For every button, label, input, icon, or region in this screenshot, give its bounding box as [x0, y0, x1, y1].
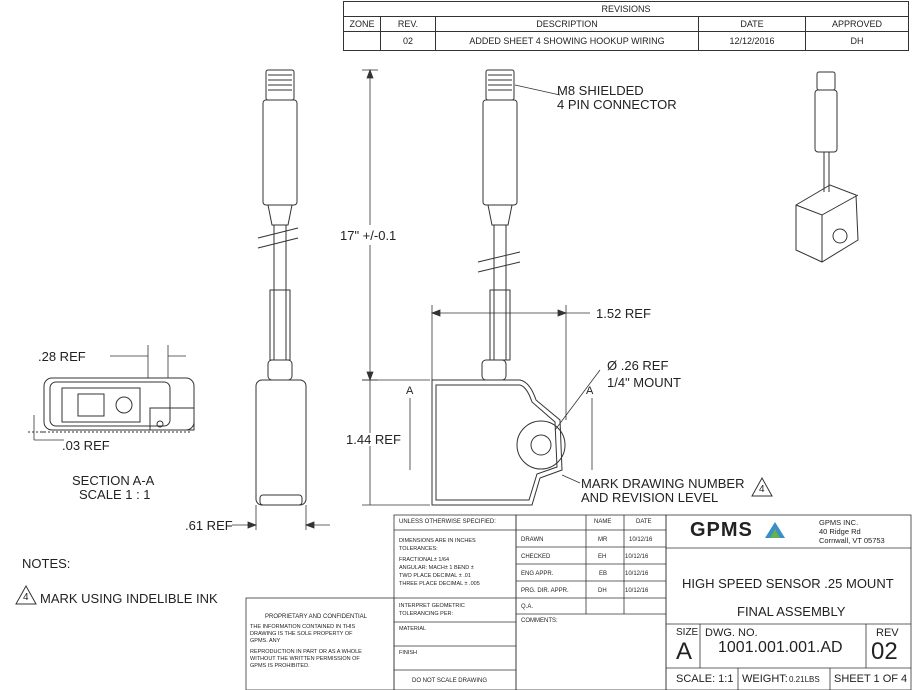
mount-label: 1/4" MOUNT [607, 375, 681, 390]
tb-prop-title: PROPRIETARY AND CONFIDENTIAL [265, 614, 368, 620]
tb-two: TWO PLACE DECIMAL ± .01 [399, 573, 471, 579]
iso-view [795, 71, 859, 263]
tb-ang: ANGULAR: MACH± 1 BEND ± [399, 565, 474, 571]
tb-role: CHECKED [521, 554, 551, 560]
tb-three: THREE PLACE DECIMAL ± .005 [399, 581, 480, 587]
section-marker-right: A [586, 385, 594, 397]
tb-frac: FRACTIONAL± 1/64 [399, 557, 450, 563]
mark-note-2: AND REVISION LEVEL [581, 490, 719, 505]
tb-prop-line: GPMS IS PROHIBITED. [250, 663, 310, 669]
size-label: SIZE [676, 627, 699, 638]
flag-triangles [15, 476, 773, 605]
drawing-title-2: FINAL ASSEMBLY [737, 604, 846, 619]
length-dimension: 17" +/-0.1 [340, 228, 397, 243]
tb-date-header: DATE [636, 519, 652, 525]
size-value: A [676, 638, 693, 665]
tb-finish: FINISH [399, 650, 418, 656]
tb-signer: DH [598, 588, 607, 594]
side-view [255, 69, 307, 506]
depth-dimension: .61 REF [185, 518, 233, 533]
tb-name-header: NAME [594, 519, 612, 525]
company-address-2: Cornwall, VT 05753 [819, 536, 885, 545]
rev-label: REV [876, 627, 899, 639]
tb-signer: EH [598, 554, 607, 560]
company-name: GPMS INC. [819, 518, 859, 527]
drawing-title-1: HIGH SPEED SENSOR .25 MOUNT [682, 576, 894, 591]
company-address-1: 40 Ridge Rd [819, 527, 861, 536]
tb-role: Q.A. [521, 604, 534, 610]
tb-prop-line: WITHOUT THE WRITTEN PERMISSION OF [250, 656, 360, 662]
revisions-table: REVISIONS ZONE REV. DESCRIPTION DATE APP… [343, 1, 909, 51]
titleblock-lines [245, 514, 912, 690]
tb-prop-line: DRAWING IS THE SOLE PROPERTY OF [250, 631, 353, 637]
tb-sign-date: 10/12/16 [629, 537, 653, 543]
tb-role: PRG. DIR. APPR. [521, 588, 569, 594]
tb-tol: TOLERANCES: [399, 546, 438, 552]
height-dimension: 1.44 REF [346, 432, 401, 447]
weight-label: WEIGHT: [742, 673, 788, 685]
tb-unless: UNLESS OTHERWISE SPECIFIED: [399, 519, 496, 525]
front-view [431, 69, 566, 506]
tb-sign-date: 10/12/16 [625, 554, 649, 560]
width-dimension: 1.52 REF [596, 306, 651, 321]
tb-prop-line: GPMS. ANY [250, 638, 281, 644]
tb-sign-date: 10/12/16 [625, 588, 649, 594]
connector-label-2: 4 PIN CONNECTOR [557, 97, 677, 112]
tb-noscale: DO NOT SCALE DRAWING [412, 678, 488, 684]
section-marker-left: A [406, 385, 414, 397]
company-logo: GPMS [690, 519, 753, 541]
note-flag-number: 4 [23, 592, 29, 603]
rev-approved: DH [805, 31, 909, 51]
section-dimension-1: .28 REF [38, 349, 86, 364]
tb-comments: COMMENTS: [521, 618, 558, 624]
tb-sign-date: 10/12/16 [625, 571, 649, 577]
mark-flag-number: 4 [759, 484, 765, 495]
rev-value: 02 [871, 638, 898, 665]
note-text: MARK USING INDELIBLE INK [40, 591, 218, 606]
dimension-lines [33, 68, 601, 530]
connector-label: M8 SHIELDED [557, 83, 644, 98]
sheet-number: SHEET 1 OF 4 [834, 673, 908, 685]
weight-value: 0.21LBS [789, 675, 820, 684]
tb-dims: DIMENSIONS ARE IN INCHES [399, 538, 476, 544]
tb-material: MATERIAL [399, 626, 427, 632]
mount-diameter: Ø .26 REF [607, 358, 669, 373]
section-dimension-2: .03 REF [62, 438, 110, 453]
tb-role: ENG APPR. [521, 571, 554, 577]
tb-role: DRAWN [521, 537, 544, 543]
dwg-no-value: 1001.001.001.AD [718, 639, 843, 656]
scale-value: SCALE: 1:1 [676, 673, 734, 685]
logo-mountain-icon [765, 522, 785, 538]
tb-signer: MR [598, 537, 608, 543]
tb-interp2: TOLERANCING PER: [399, 611, 453, 617]
notes-title: NOTES: [22, 556, 71, 571]
tb-prop-line: THE INFORMATION CONTAINED IN THIS [250, 624, 356, 630]
section-title: SECTION A-A [72, 473, 155, 488]
tb-prop-line: REPRODUCTION IN PART OR AS A WHOLE [250, 649, 362, 655]
mark-note-1: MARK DRAWING NUMBER [581, 476, 745, 491]
tb-interp: INTERPRET GEOMETRIC [399, 603, 465, 609]
dwg-no-label: DWG. NO. [705, 627, 758, 639]
tb-signer: EB [599, 571, 608, 577]
section-view [28, 377, 195, 433]
section-scale: SCALE 1 : 1 [79, 487, 151, 502]
rev-number: 02 [380, 31, 436, 51]
